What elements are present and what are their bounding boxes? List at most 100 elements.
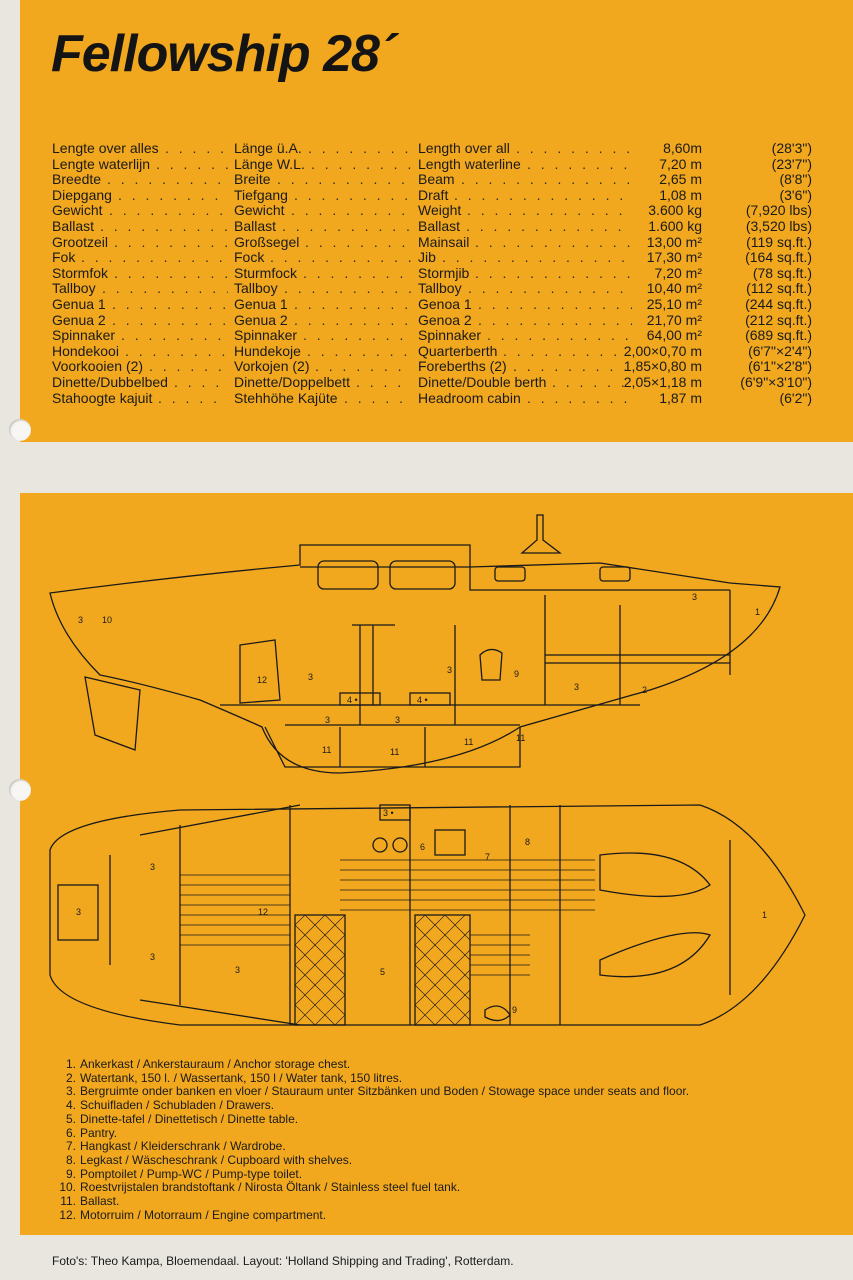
leader-dots: . . . . . . . . . . . . . . . . . . . . … — [503, 343, 632, 359]
leader-dots: . . . . . . . . . . . . . . . . . . . . … — [454, 187, 632, 203]
leader-dots: . . . . . . . . . . . . . . . . . . . . … — [102, 281, 228, 297]
spec-english: Weight — [418, 202, 462, 219]
drawing-panel — [20, 493, 853, 1235]
spec-dutch: Grootzeil — [52, 233, 109, 250]
leader-dots: . . . . . . . . . . . . . . . . . . . . … — [112, 296, 228, 312]
spec-imperial: (3,520 lbs) — [745, 217, 812, 234]
spec-english: Foreberths (2) — [418, 358, 507, 375]
spec-value: 1.600 kg — [648, 217, 702, 234]
spec-german: Ballast — [234, 217, 277, 234]
leader-dots: . . . . . . . . . . . . . . . . . . . . … — [277, 172, 412, 188]
spec-german: Großsegel — [234, 233, 300, 250]
spec-imperial: (689 sq.ft.) — [745, 327, 812, 344]
legend-text: Hangkast / Kleiderschrank / Wardrobe. — [80, 1139, 286, 1154]
leader-dots: . . . . . . . . . . . . . . . . . . . . … — [294, 312, 412, 328]
legend-number: 8. — [65, 1152, 76, 1167]
leader-dots: . . . . . . . . . . . . . . . . . . . . … — [467, 203, 632, 219]
legend-item: 9.Pomptoilet / Pump-WC / Pump-type toile… — [50, 1167, 830, 1182]
leader-dots: . . . . . . . . . . . . . . . . . . . . … — [121, 328, 228, 344]
spec-german: Dinette/Doppelbett — [234, 373, 350, 390]
leader-dots: . . . . . . . . . . . . . . . . . . . . … — [527, 390, 632, 406]
spec-english: Ballast — [418, 217, 461, 234]
leader-dots: . . . . . . . . . . . . . . . . . . . . … — [516, 141, 632, 156]
legend-item: 10.Roestvrijstalen brandstoftank / Niros… — [50, 1180, 830, 1195]
spec-row: Voorkooien (2)Vorkojen (2)Foreberths (2)… — [52, 359, 812, 375]
leader-dots: . . . . . . . . . . . . . . . . . . . . … — [291, 203, 412, 219]
spec-english: Draft — [418, 186, 449, 203]
spec-dutch: Stormfok — [52, 264, 109, 281]
legend-text: Pantry. — [80, 1125, 118, 1140]
spec-value: 64,00 m² — [646, 327, 702, 344]
legend-number: 2. — [65, 1070, 76, 1085]
binder-hole — [9, 779, 31, 801]
legend-number: 12. — [59, 1207, 76, 1222]
spec-dutch: Ballast — [52, 217, 95, 234]
plan-labels: 3 3 12 3 3 3 • 6 7 8 5 9 1 — [76, 808, 767, 1015]
legend-item: 4.Schuifladen / Schubladen / Drawers. — [50, 1098, 830, 1113]
boat-drawings: 3 10 12 3 4 • 4 • 3 3 3 9 3 2 1 3 11 11 … — [49, 514, 806, 1026]
spec-dutch: Gewicht — [52, 202, 103, 219]
spec-panel — [20, 0, 853, 442]
spec-imperial: (7,920 lbs) — [745, 202, 812, 219]
leader-dots: . . . . . . . . . . . . . . . . . . . . … — [125, 343, 228, 359]
spec-value: 1,08 m — [659, 186, 702, 203]
spec-dutch: Diepgang — [52, 186, 112, 203]
spec-german: Tiefgang — [234, 186, 288, 203]
spec-dutch: Tallboy — [52, 280, 96, 297]
legend-item: 8. Legkast / Wäscheschrank / Cupboard wit… — [50, 1152, 830, 1168]
leader-dots: . . . . . . . . . . . . . . . . . . . . … — [475, 234, 632, 250]
spec-german: Sturmfock — [234, 264, 298, 281]
spec-value: 1,87 m — [659, 389, 702, 406]
leader-dots: . . . . . . . . . . . . . . . . . . . . … — [165, 141, 228, 156]
leader-dots: . . . . . . . . . . . . . . . . . . . . … — [466, 218, 632, 234]
legend-number: 4. — [65, 1098, 76, 1113]
legend-item: 2.Watertank, 150 l. / Wassertank, 150 l … — [50, 1070, 830, 1086]
legend-text: Legkast / Wäscheschrank / Cupboard with … — [80, 1152, 353, 1167]
spec-english: Beam — [418, 171, 455, 188]
spec-english: Headroom cabin — [418, 389, 521, 406]
leader-dots: . . . . . . . . . . . . . . . . . . . . … — [114, 265, 228, 281]
legend-text: Dinette-tafel / Dinettetisch / Dinette t… — [80, 1111, 299, 1126]
spec-imperial: (6'9"×3'10") — [740, 373, 812, 390]
spec-english: Length waterline — [418, 155, 521, 172]
spec-english: Genoa 2 — [418, 311, 472, 328]
spec-imperial: (244 sq.ft.) — [745, 295, 812, 312]
spec-english: Spinnaker — [418, 327, 482, 344]
leader-dots: . . . . . . . . . . . . . . . . . . . . … — [112, 312, 228, 328]
svg-text:3 •: 3 • — [383, 808, 394, 818]
spec-english: Genoa 1 — [418, 295, 472, 312]
svg-text:3: 3 — [150, 862, 155, 872]
leader-dots: . . . . . . . . . . . . . . . . . . . . … — [305, 234, 412, 250]
spec-value: 21,70 m² — [646, 311, 702, 328]
svg-text:3: 3 — [76, 907, 81, 917]
leader-dots: . . . . . . . . . . . . . . . . . . . . … — [282, 218, 412, 234]
leader-dots: . . . . . . . . . . . . . . . . . . . . … — [527, 156, 632, 172]
legend-number: 10. — [59, 1180, 76, 1195]
leader-dots: . . . . . . . . . . . . . . . . . . . . … — [100, 218, 228, 234]
spec-imperial: (8'8") — [779, 171, 812, 188]
spec-imperial: (28'3") — [771, 140, 812, 156]
spec-dutch: Genua 1 — [52, 295, 106, 312]
legend-item: 11.Ballast. — [50, 1194, 830, 1209]
svg-text:3: 3 — [447, 665, 452, 675]
leader-dots: . . . . . . . . . . . . . . . . . . . . … — [149, 359, 228, 375]
spec-value: 1,85×0,80 m — [623, 358, 702, 375]
spec-german: Genua 2 — [234, 311, 288, 328]
svg-text:7: 7 — [485, 852, 490, 862]
svg-text:3: 3 — [574, 682, 579, 692]
spec-german: Länge ü.A. — [234, 140, 302, 156]
spec-english: Jib — [418, 249, 436, 266]
leader-dots: . . . . . . . . . . . . . . . . . . . . … — [308, 141, 412, 156]
leader-dots: . . . . . . . . . . . . . . . . . . . . … — [284, 281, 412, 297]
svg-text:3: 3 — [78, 615, 83, 625]
legend-text: Ballast. — [80, 1194, 120, 1209]
